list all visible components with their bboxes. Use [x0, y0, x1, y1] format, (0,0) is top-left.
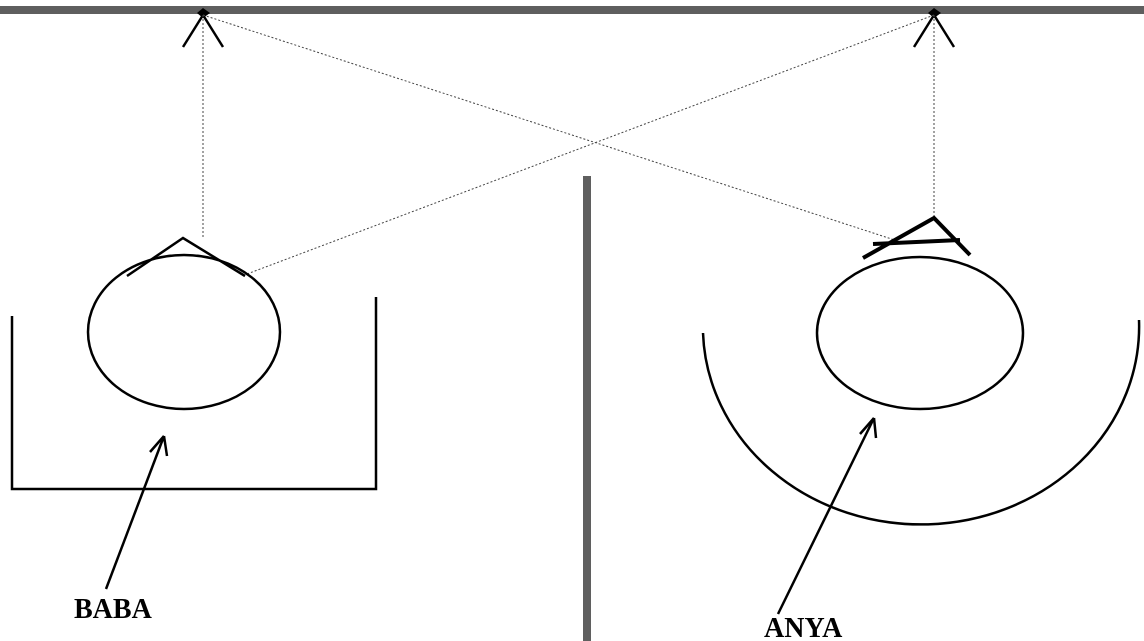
head-left	[88, 255, 280, 409]
tub-left	[12, 297, 376, 489]
tub-right	[703, 320, 1139, 524]
cap-right-brim	[873, 240, 960, 244]
arrow-left	[106, 436, 167, 589]
light-lines	[203, 15, 934, 274]
label-anya: ANYA	[764, 613, 843, 641]
cap-right	[863, 218, 970, 258]
cap-left	[127, 238, 245, 276]
head-right	[817, 257, 1023, 409]
label-baba: BABA	[74, 594, 153, 625]
